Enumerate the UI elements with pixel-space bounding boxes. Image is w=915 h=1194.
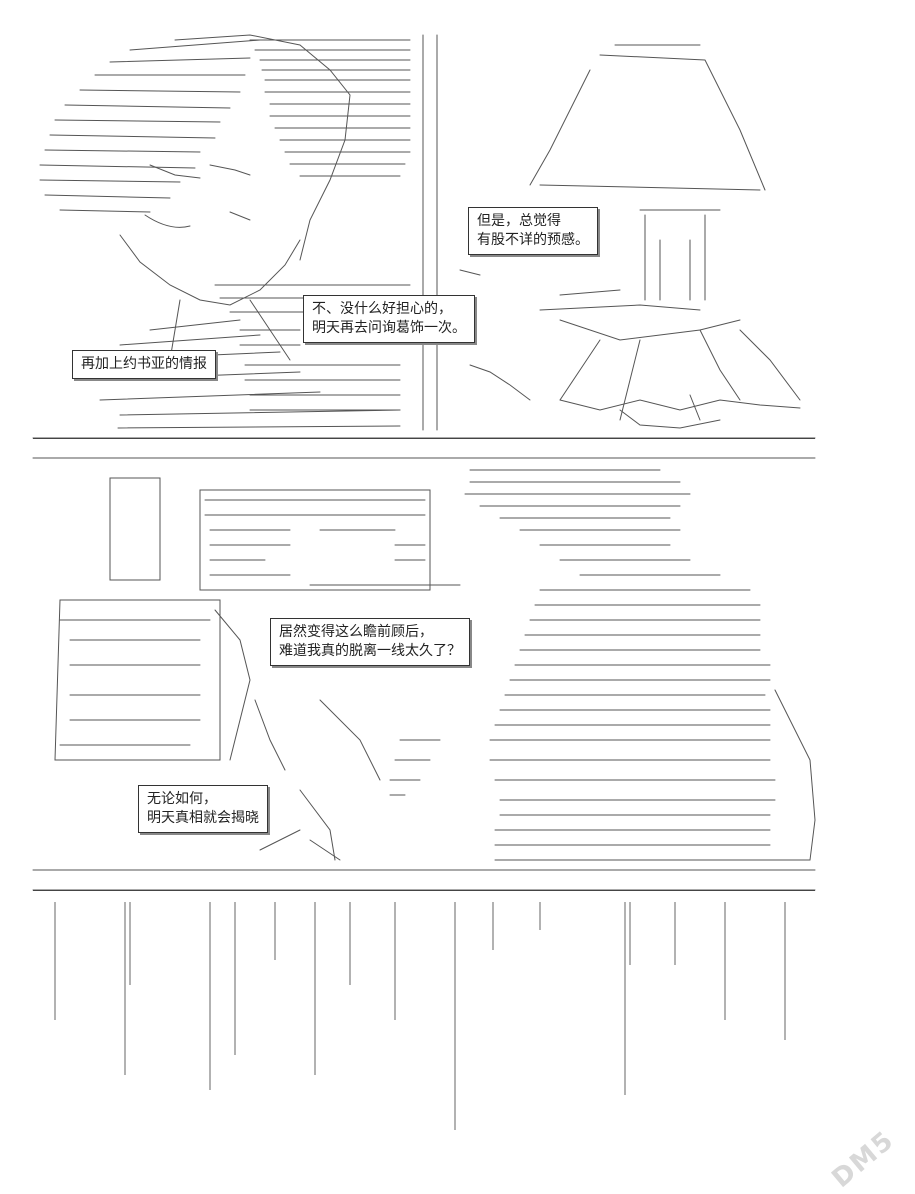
speech-line: 有股不详的预感。 xyxy=(477,232,589,248)
speech-line: 不、没什么好担心的， xyxy=(312,301,452,317)
speech-line: 再加上约书亚的情报 xyxy=(81,356,207,372)
speech-line: 但是，总觉得 xyxy=(477,213,561,229)
ascii-art-illustration xyxy=(32,34,816,1130)
speech-box-hesitant: 居然变得这么瞻前顾后， 难道我真的脱离一线太久了？ xyxy=(270,618,470,666)
speech-box-intel: 再加上约书亚的情报 xyxy=(72,350,216,379)
panel-divider-top xyxy=(33,438,815,439)
speech-line: 难道我真的脱离一线太久了？ xyxy=(279,643,461,659)
speech-box-no-worry: 不、没什么好担心的， 明天再去问询葛饰一次。 xyxy=(303,295,475,343)
speech-line: 明天再去问询葛饰一次。 xyxy=(312,320,466,336)
speech-box-truth: 无论如何， 明天真相就会揭晓 xyxy=(138,785,268,833)
speech-box-foreboding: 但是，总觉得 有股不详的预感。 xyxy=(468,207,598,255)
speech-line: 明天真相就会揭晓 xyxy=(147,810,259,826)
panel-divider-bottom xyxy=(33,890,815,891)
speech-line: 居然变得这么瞻前顾后， xyxy=(279,624,433,640)
speech-line: 无论如何， xyxy=(147,791,217,807)
